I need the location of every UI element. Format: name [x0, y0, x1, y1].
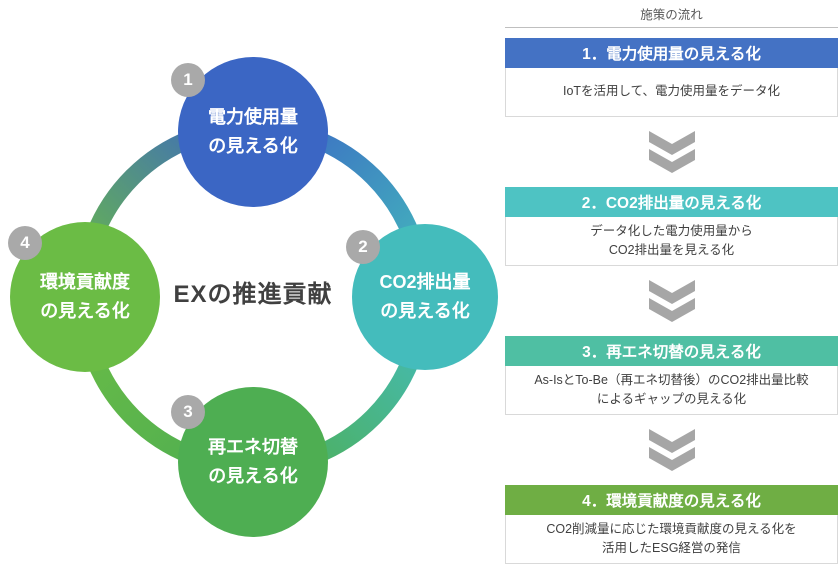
cycle-step-2-number-badge: 2 [346, 230, 380, 264]
flow-step-2-body: データ化した電力使用量から CO2排出量を見える化 [505, 217, 838, 266]
flow-step-4-body: CO2削減量に応じた環境貢献度の見える化を 活用したESG経営の発信 [505, 515, 838, 564]
cycle-step-3-number-badge: 3 [171, 395, 205, 429]
diagram-center-title: EXの推進貢献 [173, 281, 333, 308]
double-chevron-down-icon [648, 280, 695, 322]
cycle-step-2-label: CO2排出量 の見える化 [379, 272, 471, 321]
flow-step-2-header: 2．CO2排出量の見える化 [505, 187, 838, 217]
chevron-down-icon [648, 429, 695, 453]
chevron-down-icon [648, 131, 695, 155]
cycle-step-3-label: 再エネ切替 の見える化 [208, 437, 298, 486]
chevron-down-icon [648, 298, 695, 322]
chevron-down-icon [648, 280, 695, 304]
cycle-step-2-circle: CO2排出量 の見える化 [352, 224, 498, 370]
flow-step-4: 4．環境貢献度の見える化 CO2削減量に応じた環境貢献度の見える化を 活用したE… [505, 485, 838, 564]
cycle-step-4-label: 環境貢献度 の見える化 [40, 272, 130, 321]
flow-step-2: 2．CO2排出量の見える化 データ化した電力使用量から CO2排出量を見える化 [505, 187, 838, 266]
chevron-down-icon [648, 447, 695, 471]
cycle-step-1-label: 電力使用量 の見える化 [208, 107, 298, 156]
double-chevron-down-icon [648, 429, 695, 471]
flow-step-3-header: 3．再エネ切替の見える化 [505, 336, 838, 366]
flow-step-3-body: As-IsとTo-Be（再エネ切替後）のCO2排出量比較 によるギャップの見える… [505, 366, 838, 415]
flow-step-3: 3．再エネ切替の見える化 As-IsとTo-Be（再エネ切替後）のCO2排出量比… [505, 336, 838, 415]
flow-step-1: 1．電力使用量の見える化 IoTを活用して、電力使用量をデータ化 [505, 38, 838, 117]
flow-step-1-header: 1．電力使用量の見える化 [505, 38, 838, 68]
flow-panel-title: 施策の流れ [640, 8, 703, 22]
cycle-step-4-number-badge: 4 [8, 226, 42, 260]
flow-panel: 施策の流れ 1．電力使用量の見える化 IoTを活用して、電力使用量をデータ化 2… [505, 0, 838, 564]
cycle-diagram: 電力使用量 の見える化 CO2排出量 の見える化 再エネ切替 の見える化 環境貢… [8, 57, 498, 537]
cycle-step-1-number-badge: 1 [171, 63, 205, 97]
flow-step-1-body: IoTを活用して、電力使用量をデータ化 [505, 68, 838, 117]
flow-panel-divider [505, 27, 838, 28]
flow-step-4-header: 4．環境貢献度の見える化 [505, 485, 838, 515]
double-chevron-down-icon [648, 131, 695, 173]
chevron-down-icon [648, 149, 695, 173]
